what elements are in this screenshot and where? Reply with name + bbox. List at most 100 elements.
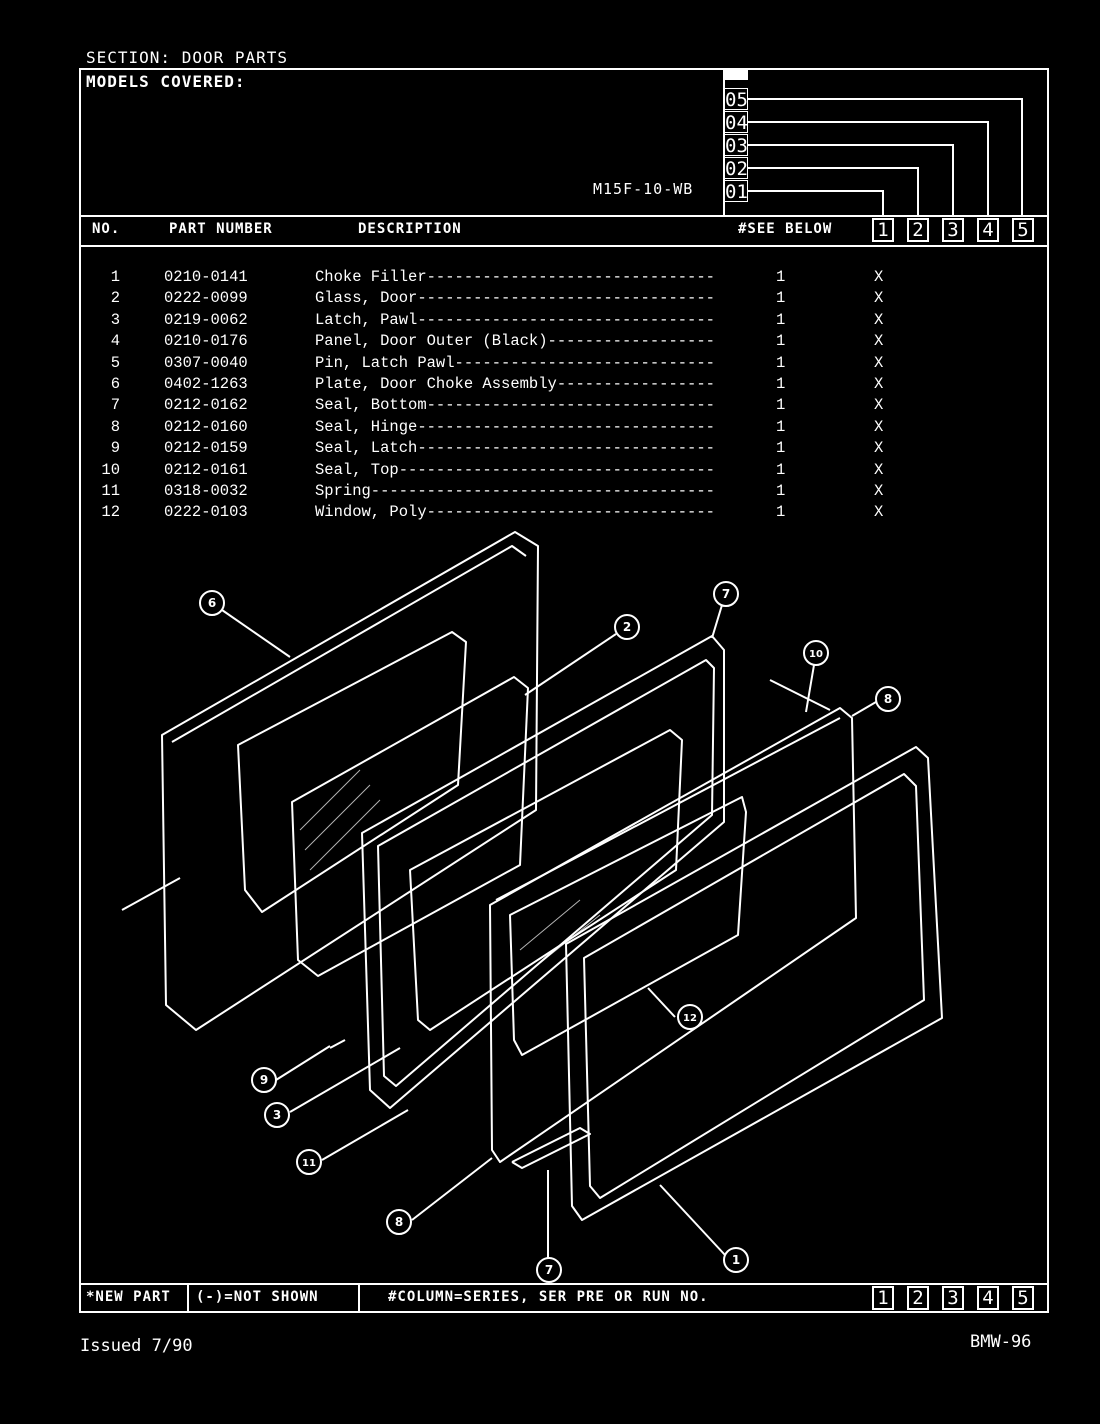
callout-1: 1 [732,1253,740,1267]
col-header-series-1: 1 [872,218,894,242]
footer-new-part: *NEW PART [86,1289,171,1305]
row-no: 5 [110,353,120,372]
row-description: Latch, Pawl-----------------------------… [315,310,715,329]
row-description: Plate, Door Choke Assembly--------------… [315,374,715,393]
footer-column-note: #COLUMN=SERIES, SER PRE OR RUN NO. [388,1289,709,1305]
header-divider-top [79,215,1049,217]
row-part-number: 0212-0162 [164,396,248,415]
row-series-mark: X [874,417,884,436]
row-series-mark: X [874,439,884,458]
row-no: 3 [110,310,120,329]
row-qty: 1 [776,481,786,500]
part-choke-plate [361,635,725,1109]
row-no: 2 [110,289,120,308]
series-stack-top [724,68,748,80]
part-door-glass [291,676,529,977]
callout-12: 12 [683,1013,697,1024]
footer-not-shown: (-)=NOT SHOWN [196,1289,319,1305]
row-part-number: 0212-0159 [164,439,248,458]
row-qty: 1 [776,396,786,415]
row-series-mark: X [874,353,884,372]
footer-series-5: 5 [1012,1286,1034,1310]
row-no: 6 [110,374,120,393]
row-no: 7 [110,396,120,415]
row-description: Seal, Hinge-----------------------------… [315,417,715,436]
row-qty: 1 [776,332,786,351]
row-qty: 1 [776,310,786,329]
row-part-number: 0212-0160 [164,417,248,436]
row-no: 9 [110,439,120,458]
part-poly-window [509,796,747,1056]
row-qty: 1 [776,460,786,479]
row-qty: 1 [776,353,786,372]
footer-series-2: 2 [907,1286,929,1310]
row-part-number: 0212-0161 [164,460,248,479]
row-series-mark: X [874,460,884,479]
row-series-mark: X [874,268,884,286]
row-series-mark: X [874,332,884,351]
row-part-number: 0222-0103 [164,503,248,522]
row-description: Glass, Door-----------------------------… [315,289,715,308]
col-header-description: DESCRIPTION [358,221,462,237]
part-choke-filler [565,746,943,1221]
callout-8: 8 [884,692,892,706]
row-qty: 1 [776,503,786,522]
callout-7: 7 [545,1263,553,1277]
exploded-door-diagram: 6 2 7 10 8 12 9 3 11 8 7 1 [121,531,943,1283]
callout-4: 6 [208,596,216,610]
model-number: M15F-10-WB [593,180,694,198]
row-description: Window, Poly----------------------------… [315,503,715,522]
row-description: Pin, Latch Pawl-------------------------… [315,353,715,372]
row-qty: 1 [776,374,786,393]
row-part-number: 0210-0141 [164,268,248,286]
row-part-number: 0318-0032 [164,481,248,500]
callout-11: 11 [302,1158,316,1169]
row-part-number: 0307-0040 [164,353,248,372]
part-outer-panel [161,531,539,1031]
row-description: Spring----------------------------------… [315,481,715,500]
row-no: 12 [101,503,120,522]
row-part-number: 0402-1263 [164,374,248,393]
row-part-number: 0219-0062 [164,310,248,329]
part-bottom-seal [511,1127,591,1169]
row-qty: 1 [776,417,786,436]
col-header-series-3: 3 [942,218,964,242]
col-header-series-2: 2 [907,218,929,242]
row-no: 4 [110,332,120,351]
row-description: Seal, Latch-----------------------------… [315,439,715,458]
col-header-series-5: 5 [1012,218,1034,242]
series-connector-lines [723,68,1023,217]
row-series-mark: X [874,396,884,415]
row-series-mark: X [874,481,884,500]
row-no: 10 [101,460,120,479]
row-no: 11 [101,481,120,500]
callout-2: 2 [623,620,631,634]
footer-series-3: 3 [942,1286,964,1310]
col-header-series-4: 4 [977,218,999,242]
row-series-mark: X [874,374,884,393]
page-code: BMW-96 [970,1332,1032,1352]
row-no: 8 [110,417,120,436]
row-qty: 1 [776,289,786,308]
footer-sep-2 [358,1283,360,1313]
footer-divider [79,1283,1049,1285]
issued-date: Issued 7/90 [80,1336,193,1356]
row-description: Seal, Bottom----------------------------… [315,396,715,415]
part-seal-frame [489,707,857,1163]
callout-6: 7 [722,587,730,601]
row-series-mark: X [874,310,884,329]
callout-9: 9 [260,1073,268,1087]
row-qty: 1 [776,268,786,286]
header-divider-bottom [79,245,1049,247]
row-no: 1 [110,268,120,286]
callout-10: 10 [809,649,823,660]
page-frame [79,68,1049,1313]
callout-8b: 8 [395,1215,403,1229]
row-series-mark: X [874,503,884,522]
row-qty: 1 [776,439,786,458]
footer-series-4: 4 [977,1286,999,1310]
col-header-part-number: PART NUMBER [169,221,273,237]
row-description: Choke Filler----------------------------… [315,268,715,286]
footer-sep-1 [187,1283,189,1313]
col-header-see-below: #SEE BELOW [738,221,833,237]
